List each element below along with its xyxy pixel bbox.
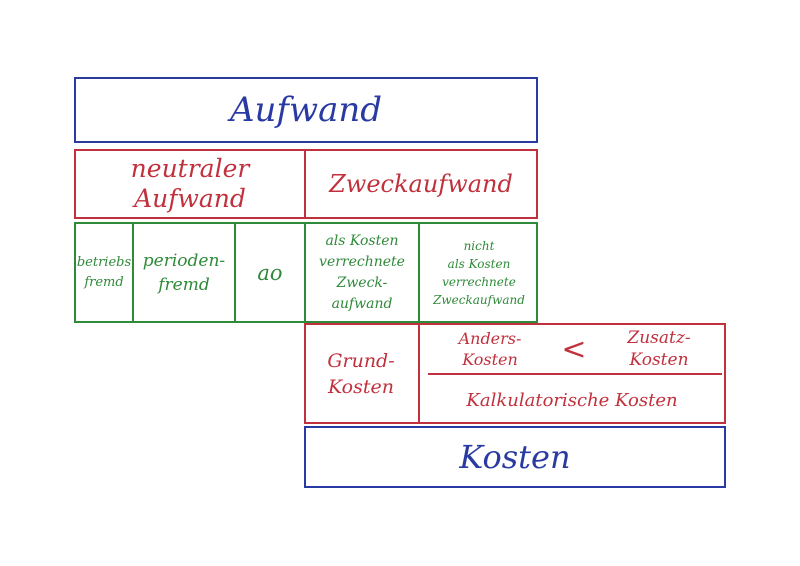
- green-divider-3: [304, 222, 306, 323]
- zweckaufwand-label: Zweckaufwand: [329, 170, 513, 198]
- compare-symbol: <: [561, 331, 587, 367]
- green-divider-1: [132, 222, 134, 323]
- anders-zusatz-divider: [428, 373, 722, 375]
- green-divider-2: [234, 222, 236, 323]
- aufwand-label: Aufwand: [229, 90, 383, 130]
- kosten-detail-box: [304, 323, 726, 424]
- aufwand-box: [74, 77, 538, 143]
- ao-label: ao: [257, 260, 283, 285]
- zusatzkosten-label: Zusatz- Kosten: [627, 328, 691, 370]
- green-row-box: [74, 222, 538, 323]
- green-divider-4: [418, 222, 420, 323]
- neutraler-aufwand-label: neutraler Aufwand: [130, 154, 250, 213]
- als-kosten-label: als Kosten verrechnete Zweck- aufwand: [319, 232, 405, 312]
- betriebsfremd-label: betriebs fremd: [76, 254, 132, 290]
- nicht-als-kosten-label: nicht als Kosten verrechnete Zweckaufwan…: [433, 238, 525, 307]
- periodenfremd-label: perioden- fremd: [142, 250, 226, 295]
- kalkulatorische-kosten-label: Kalkulatorische Kosten: [466, 389, 678, 411]
- kosten-label: Kosten: [459, 438, 571, 476]
- anderskosten-label: Anders- Kosten: [458, 329, 522, 369]
- kosten-box: [304, 426, 726, 488]
- zweckaufwand-box: [304, 149, 538, 219]
- grundkosten-label: Grund- Kosten: [327, 349, 395, 398]
- grundkosten-divider: [418, 323, 420, 424]
